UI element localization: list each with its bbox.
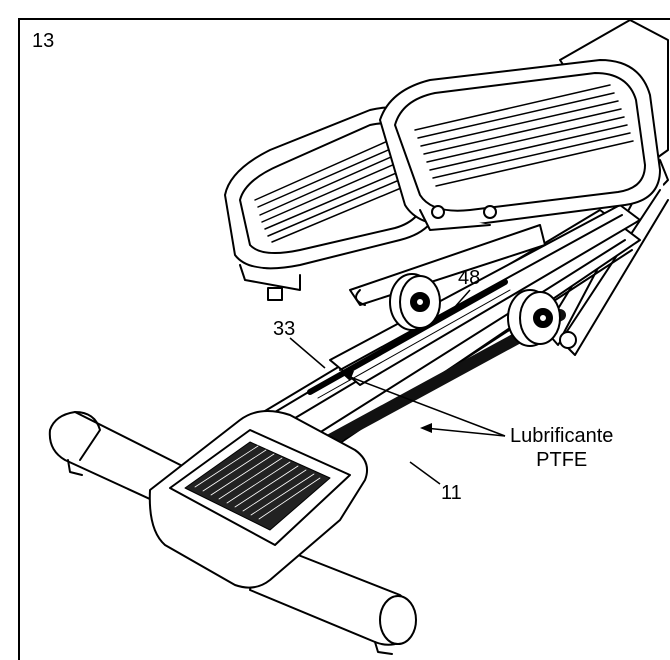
wheel-right: [507, 289, 561, 347]
label-lubricant-line2: PTFE: [536, 449, 588, 471]
pedal-right: [379, 59, 661, 231]
pedal-left: [224, 106, 441, 301]
label-lubricant-line1: Lubrificante: [510, 425, 614, 447]
label-rail-33: 33: [273, 318, 296, 340]
textured-pad: [184, 441, 331, 531]
label-wheel-48: 48: [458, 267, 481, 289]
label-rail-11: 11: [441, 482, 462, 504]
wheel-left: [389, 273, 441, 331]
arrowheads: [340, 371, 432, 433]
callout-lines: [289, 289, 506, 485]
label-lubricant: Lubrificante PTFE: [510, 424, 613, 472]
step-number: 13: [32, 30, 55, 52]
